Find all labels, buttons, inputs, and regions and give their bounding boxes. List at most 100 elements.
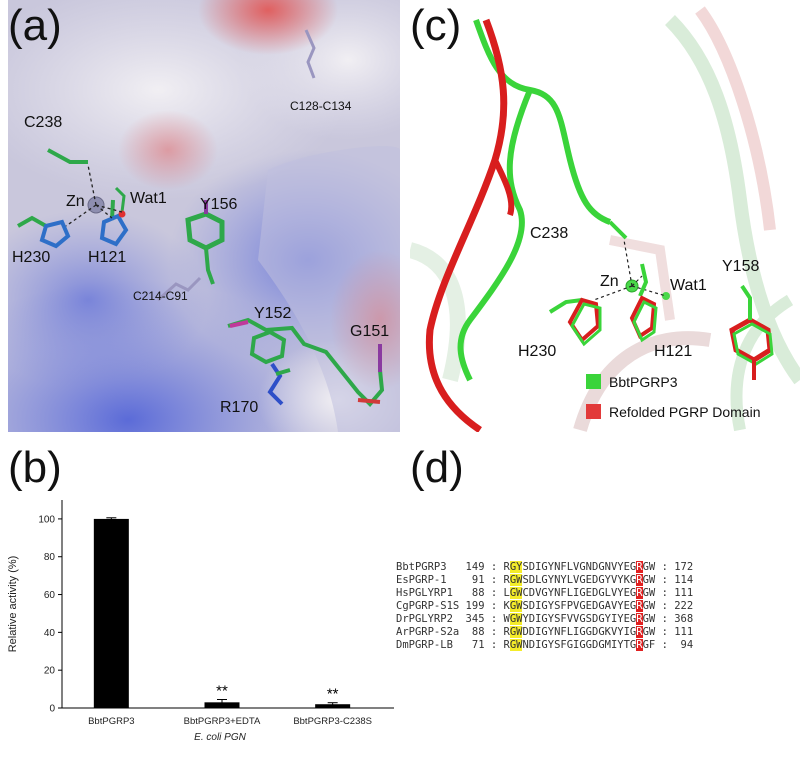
sequence-end: 114 [674, 574, 694, 586]
sequence-start: 71 [465, 639, 485, 651]
sequence-name: EsPGRP-1 [396, 574, 466, 586]
label-h230-c: H230 [518, 343, 556, 360]
highlight-yellow: GY [509, 561, 523, 573]
highlight-red: R [636, 613, 643, 625]
sequence-name: ArPGRP-S2a [396, 626, 466, 638]
separator: : [655, 626, 675, 638]
residues: SDLGYNYLVGEDGYVYKG [522, 574, 637, 586]
sequence-end: 222 [674, 600, 694, 612]
label-c238-c: C238 [530, 225, 568, 242]
residues: YDIGYSFVVGSDGYIYEG [522, 613, 637, 625]
residue: L [503, 587, 510, 599]
label-y152: Y152 [254, 305, 291, 322]
highlight-red: R [636, 561, 643, 573]
legend: BbtPGRP3 Refolded PGRP Domain [586, 374, 760, 420]
x-tick-label: BbtPGRP3 [88, 716, 134, 727]
legend-label-refolded: Refolded PGRP Domain [609, 404, 760, 420]
label-zn: Zn [66, 193, 85, 210]
y-axis-label: Relative activity (%) [7, 556, 19, 653]
residue: W [503, 613, 510, 625]
sequence-end: 94 [674, 639, 694, 651]
sequence-name: HsPGLYRP1 [396, 587, 466, 599]
x-axis-label: E. coli PGN [194, 732, 246, 743]
residues: CDVGYNFLIGEDGLVYEG [522, 587, 637, 599]
residues: SDIGYSFPVGEDGAVYEG [522, 600, 637, 612]
residues: NDIGYSFGIGGDGMIYTG [522, 639, 637, 651]
highlight-yellow: GW [509, 639, 523, 651]
significance-label: ** [327, 686, 339, 703]
legend-swatch-bbtpgrp3 [586, 374, 601, 389]
separator: : [655, 600, 675, 612]
residue: R [503, 626, 510, 638]
highlight-red: R [636, 639, 643, 651]
separator: : [484, 587, 504, 599]
residues: GF [642, 639, 656, 651]
label-wat1-c: Wat1 [670, 277, 707, 294]
separator: : [655, 574, 675, 586]
panel-c-letter: (c) [410, 1, 462, 50]
residues: GW [642, 600, 656, 612]
sequence-start: 149 [465, 561, 485, 573]
legend-swatch-refolded [586, 404, 601, 419]
bar [315, 704, 351, 708]
alignment-row: EsPGRP-1 91 : RGWSDLGYNYLVGEDGYVYKGRGW :… [396, 574, 693, 587]
panel-b-letter: (b) [8, 443, 62, 492]
label-c238: C238 [24, 114, 62, 131]
alignment-row: BbtPGRP3 149 : RGYSDIGYNFLVGNDGNVYEGRGW … [396, 561, 693, 574]
label-c128-c134: C128-C134 [290, 99, 352, 113]
label-y158: Y158 [722, 258, 759, 275]
legend-label-bbtpgrp3: BbtPGRP3 [609, 374, 678, 390]
sequence-name: BbtPGRP3 [396, 561, 466, 573]
separator: : [484, 600, 504, 612]
y-tick-label: 0 [49, 704, 55, 715]
y-tick-label: 40 [44, 628, 56, 639]
residues: DDIGYNFLIGGDGKVYIG [522, 626, 637, 638]
highlight-red: R [636, 626, 643, 638]
label-h121-c: H121 [654, 343, 692, 360]
sequence-end: 111 [674, 587, 694, 599]
highlight-yellow: GW [509, 626, 523, 638]
alignment-row: DrPGLYRP2 345 : WGWYDIGYSFVVGSDGYIYEGRGW… [396, 613, 693, 626]
residues: GW [642, 574, 656, 586]
residue: R [503, 561, 510, 573]
y-tick-label: 80 [44, 552, 56, 563]
label-zn-c: Zn [600, 273, 619, 290]
highlight-yellow: GW [509, 574, 523, 586]
separator: : [484, 561, 504, 573]
x-tick-label: BbtPGRP3+EDTA [184, 716, 261, 727]
sequence-name: DmPGRP-LB [396, 639, 466, 651]
y-tick-label: 20 [44, 666, 56, 677]
highlight-yellow: GW [509, 613, 523, 625]
highlight-yellow: GW [509, 600, 523, 612]
separator: : [655, 587, 675, 599]
residues: GW [642, 561, 656, 573]
separator: : [655, 613, 675, 625]
sequence-end: 172 [674, 561, 694, 573]
separator: : [484, 639, 504, 651]
x-tick-label: BbtPGRP3-C238S [293, 716, 372, 727]
highlight-red: R [636, 587, 643, 599]
separator: : [655, 639, 675, 651]
panel-a-structure: C238 Zn Wat1 Y156 H230 H121 C128-C134 C2… [8, 0, 400, 432]
alignment-row: DmPGRP-LB 71 : RGWNDIGYSFGIGGDGMIYTGRGF … [396, 639, 693, 652]
residues: GW [642, 587, 656, 599]
residues: GW [642, 626, 656, 638]
residue: R [503, 574, 510, 586]
separator: : [484, 613, 504, 625]
sequence-start: 345 [465, 613, 485, 625]
bar [93, 518, 129, 708]
sequence-start: 91 [465, 574, 485, 586]
alignment-row: HsPGLYRP1 88 : LGWCDVGYNFLIGEDGLVYEGRGW … [396, 587, 693, 600]
residues: SDIGYNFLVGNDGNVYEG [522, 561, 637, 573]
y-tick-label: 60 [44, 590, 56, 601]
label-h230: H230 [12, 249, 50, 266]
sequence-name: DrPGLYRP2 [396, 613, 466, 625]
label-wat1: Wat1 [130, 190, 167, 207]
label-y156: Y156 [200, 196, 237, 213]
panel-d-letter: (d) [410, 443, 464, 492]
sequence-end: 111 [674, 626, 694, 638]
separator: : [655, 561, 675, 573]
residue: R [503, 639, 510, 651]
sequence-start: 88 [465, 626, 485, 638]
